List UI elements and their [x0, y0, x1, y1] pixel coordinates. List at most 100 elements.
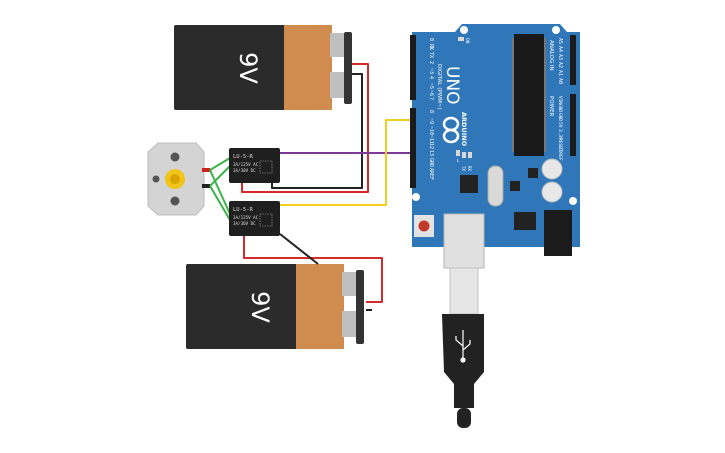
- rx-led-icon: [468, 152, 472, 158]
- pin-label-a3: A3: [557, 54, 563, 60]
- mount-hole-3: [412, 193, 420, 201]
- power-jack: [544, 210, 572, 256]
- relay-top-model: LU-5-R: [233, 154, 254, 160]
- usb-strain-relief: [454, 384, 474, 408]
- wire-black-top-battery[interactable]: [271, 73, 363, 189]
- battery-top-label: 9V: [234, 52, 262, 84]
- pin-label-gnd-1: GND: [557, 104, 563, 112]
- atmega-chip: [514, 34, 544, 156]
- mount-hole-2: [552, 26, 560, 34]
- analog-pin-labels: A5 A4 A3 A2 A1 A0: [557, 38, 563, 84]
- chip-pins-right: [544, 38, 546, 152]
- motor-screw-left: [152, 175, 160, 183]
- pin-label-d3: ~3: [428, 68, 434, 74]
- relay-top[interactable]: LU-5-R 3A/125V AC 3A/30V DC: [229, 148, 280, 183]
- battery-bottom-cap: [296, 264, 344, 349]
- pin-label-d2: 2: [428, 61, 434, 64]
- relay-top-rating-dc: 3A/30V DC: [233, 168, 256, 173]
- l-led-icon: [456, 150, 460, 156]
- usb-cable-end: [457, 408, 471, 428]
- battery-top-body: [174, 25, 286, 110]
- wire-red-bottom-battery[interactable]: [243, 236, 383, 303]
- pin-label-vin: VIN: [557, 96, 563, 104]
- crystal-oscillator: [487, 165, 504, 207]
- wire-green-4[interactable]: [209, 185, 231, 221]
- dc-motor[interactable]: [147, 142, 210, 216]
- pin-label-d11: ~11: [428, 135, 434, 144]
- voltage-regulator: [514, 212, 536, 230]
- battery-bottom-body: [186, 264, 298, 349]
- capacitor-1: [541, 158, 563, 180]
- wire-yellow-signal[interactable]: [280, 119, 414, 206]
- pin-label-aref: AREF: [428, 168, 434, 180]
- relay-bottom-coil-symbol: [259, 213, 273, 227]
- battery-bottom-terminal-1: [342, 272, 358, 296]
- pin-label-gnd-2: GND: [557, 113, 563, 121]
- pin-label-d1: 1 TX: [428, 46, 434, 58]
- chip-pins-left: [512, 38, 514, 152]
- usb-port: [443, 213, 485, 269]
- battery-top-cap: [284, 25, 332, 110]
- motor-shaft-hub: [170, 174, 180, 184]
- relay-top-rating-ac: 3A/125V AC: [233, 162, 259, 167]
- motor-terminal-pos: [202, 168, 210, 172]
- motor-terminal-neg: [202, 184, 210, 188]
- on-led-label: ON: [464, 38, 470, 44]
- wire-green-3[interactable]: [209, 165, 231, 187]
- analog-header: [570, 35, 576, 85]
- usb-cable[interactable]: [442, 267, 484, 428]
- battery-top-terminal-2: [330, 72, 346, 98]
- pin-label-d5: ~5: [428, 83, 434, 89]
- pin-label-d8: 8: [428, 110, 434, 113]
- digital-pin-labels: 0 RX 1 TX 2 ~3 4 ~5 ~6 7 8 ~9 ~10 ~11 12…: [428, 38, 434, 180]
- wire-green-2[interactable]: [209, 169, 231, 215]
- relay-top-body: [229, 148, 280, 183]
- battery-bottom[interactable]: 9V: [186, 264, 364, 349]
- capacitor-2: [541, 181, 563, 203]
- relay-bottom-body: [229, 201, 280, 236]
- pin-label-d6: ~6: [428, 90, 434, 96]
- pin-label-d7: 7: [428, 97, 434, 100]
- relay-bottom-rating-dc: 3A/30V DC: [233, 221, 256, 226]
- pin-label-a2: A2: [557, 62, 563, 68]
- usb-icon: [455, 330, 471, 363]
- pin-label-d0: 0 RX: [428, 38, 434, 50]
- wire-black-bottom-battery[interactable]: [279, 233, 319, 265]
- reset-button-icon: [418, 220, 430, 232]
- pin-label-5v: 5V: [557, 122, 563, 128]
- usb-plug-metal: [449, 267, 479, 315]
- power-pin-labels: VIN GND GND 5V 3.3V RESET IOREF: [557, 96, 563, 161]
- digital-header-2: [410, 108, 416, 188]
- pin-label-reset: RESET: [557, 138, 563, 152]
- relay-bottom-rating-ac: 3A/125V AC: [233, 215, 259, 220]
- rx-led-label: RX: [467, 166, 472, 171]
- arduino-brand: ARDUINO: [460, 112, 468, 147]
- pin-label-a4: A4: [557, 46, 563, 52]
- regulator-chip: [510, 181, 520, 191]
- arduino-logo-icon: [442, 116, 460, 144]
- arduino-uno[interactable]: 0 RX 1 TX 2 ~3 4 ~5 ~6 7 8 ~9 ~10 ~11 12…: [410, 24, 580, 269]
- pin-label-a1: A1: [557, 70, 563, 76]
- pin-label-gnd: GND: [428, 158, 434, 167]
- arduino-model: UNO: [442, 66, 462, 105]
- battery-bottom-clip: [356, 270, 364, 344]
- wire-red-top-battery[interactable]: [241, 63, 369, 193]
- wire-green-1[interactable]: [209, 157, 231, 171]
- small-chip: [528, 168, 538, 178]
- tx-led-label: TX: [461, 166, 466, 171]
- wires: [209, 63, 414, 311]
- pin-label-d12: 12: [428, 143, 434, 149]
- usb-chip: [460, 175, 478, 193]
- l-led-label: L: [457, 158, 460, 163]
- battery-top[interactable]: 9V: [174, 25, 352, 110]
- pin-label-d4: 4: [428, 76, 434, 79]
- tx-led-icon: [462, 152, 466, 158]
- motor-screw-top: [170, 152, 180, 162]
- on-led-icon: [458, 37, 464, 41]
- pin-label-ioref: IOREF: [557, 147, 563, 161]
- relay-bottom[interactable]: LU-5-R 3A/125V AC 3A/30V DC: [229, 201, 280, 236]
- pin-label-d10: ~10: [428, 126, 434, 135]
- mount-hole-4: [569, 197, 577, 205]
